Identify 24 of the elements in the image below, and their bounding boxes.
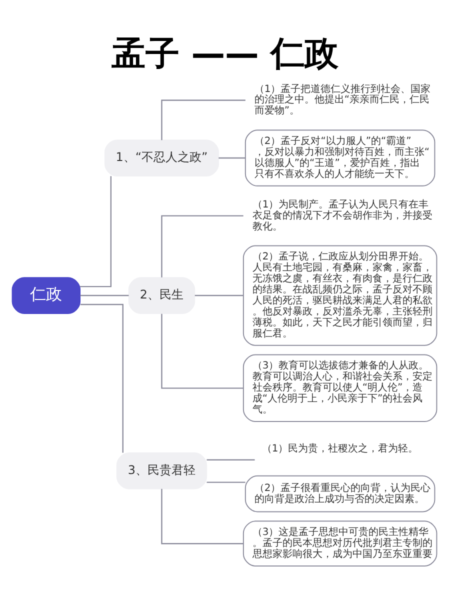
node-text: （1）为民制产。孟子认为人民只有在丰衣足食的情况下才不会胡作非为，并接受教化。 (252, 198, 432, 232)
connector (206, 458, 255, 460)
connector (206, 481, 246, 482)
connector (161, 99, 246, 140)
diagram-title: 孟子 —— 仁政 (111, 34, 339, 73)
node-box: 2、民生 (128, 276, 196, 314)
connector (80, 294, 129, 296)
connector (80, 176, 112, 287)
connector (194, 294, 244, 296)
node-box: （2）孟子说，仁政应从划分田界开始。人民有土地宅园，有桑麻，家禽，家畜，无冻饿之虞，有丝衣，有肉食，是行仁政的结果。在战乱频仍之际，孟子反对不顾人民的死活，驱民耕战来满足人君的私欲。他反对暴政，反对滥杀无辜，主张轻刑薄税。如此，天下之民才能引领而望，归服仁君。 (242, 244, 438, 346)
node-box: 3、民贵君轻 (116, 452, 208, 489)
node-box: 1、“不忍人之政” (104, 139, 220, 176)
connector (161, 214, 244, 277)
node-box: （3）这是孟子思想中可贵的民主性精华。孟子的民本思想对历代批判君主专制的思想家影响很大，成为中国乃至东亚重要 (242, 520, 438, 566)
node-text: （1）民为贵，社稷次之，君为轻。 (262, 442, 418, 454)
node-box: （2）孟子很看重民心的向背，认为民心的向背是政治上成功与否的决定因素。 (244, 474, 436, 512)
connector (161, 488, 244, 544)
node-box: （2）孟子反对“以力服人”的“霸道”，反对以暴力和强制对待百姓，而主张“以德服人”的“王道”，爱护百姓，指出只有不喜欢杀人的人才能统一天下。 (244, 129, 436, 186)
node-box: （3）教育可以选拔德才兼备的人从政。教育可以调治人心，和谐社会关系，安定社会秩序。教育可以使人“明人伦”，造成“人伦明于上，小民亲于下”的社会风气。 (242, 354, 438, 422)
connector (80, 303, 124, 452)
connector (161, 313, 244, 388)
node-box: 仁政 (12, 276, 81, 314)
node-text: （1）孟子把道德仁义推行到社会、国家的治理之中。他提出“亲亲而仁民，仁民而爱物”。 (254, 83, 431, 116)
connector (218, 156, 246, 158)
